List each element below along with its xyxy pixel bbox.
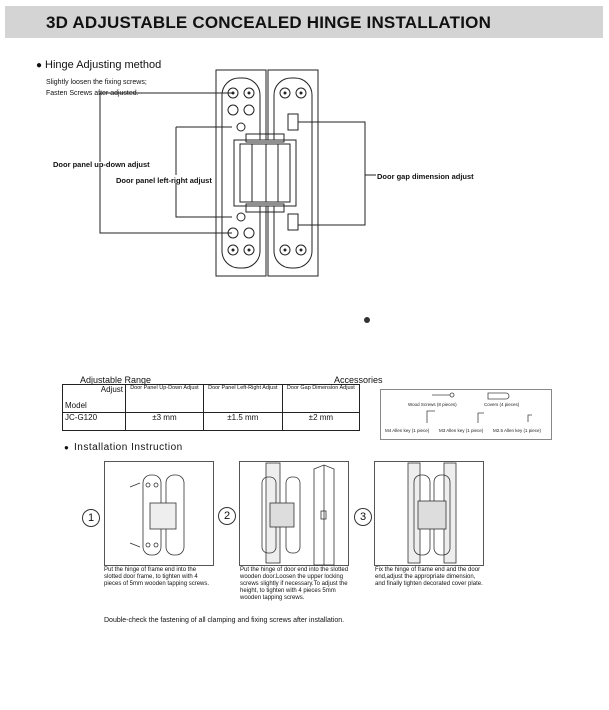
title-bar xyxy=(5,6,603,38)
page-title: 3D ADJUSTABLE CONCEALED HINGE INSTALLATI… xyxy=(46,13,492,32)
install-drawings xyxy=(129,462,457,566)
header-leftright: Door Panel Left-Right Adjust xyxy=(202,384,283,413)
val-leftright: ±1.5 mm xyxy=(202,412,283,431)
label-gap: Door gap dimension adjust xyxy=(377,172,474,181)
adjusting-line1: Slightly loosen the fixing screws; xyxy=(46,79,147,86)
adjusting-line2: Fasten Screws after adjusted. xyxy=(46,90,139,97)
label-leftright: Door panel left-right adjust xyxy=(116,176,212,185)
step2-number-text: 2 xyxy=(223,510,231,522)
acc-m3: M3 Allen key (1 piece) xyxy=(439,428,484,433)
acc-covers: Covers (4 pieces) xyxy=(484,402,520,407)
corner-cell: Adjust Model xyxy=(62,384,126,413)
step2-text: Put the hinge of door end into the slott… xyxy=(240,567,349,601)
step3-number-text: 3 xyxy=(359,511,367,523)
label-updown: Door panel up-down adjust xyxy=(53,160,150,169)
step1-number-text: 1 xyxy=(87,512,95,524)
footer-note: Double-check the fastening of all clampi… xyxy=(104,617,345,624)
acc-wood-screws: Wood Screws (8 pieces) xyxy=(408,402,457,407)
header-gap: Door Gap Dimension Adjust xyxy=(281,384,361,413)
header-updown: Door Panel Up-Down Adjust xyxy=(125,384,204,413)
acc-m25: M2.5 Allen key (1 piece) xyxy=(493,428,542,433)
step3-text: Fix the hinge of frame end and the door … xyxy=(375,567,483,587)
val-updown: ±3 mm xyxy=(125,412,204,431)
install-bullet-icon: ● xyxy=(64,443,69,452)
step1-number: 1 xyxy=(82,509,100,527)
corner-model: Model xyxy=(65,401,87,410)
step2-number: 2 xyxy=(218,507,236,525)
corner-adjust: Adjust xyxy=(100,385,123,394)
acc-m4: M4 Allen key (1 piece) xyxy=(385,428,430,433)
adjusting-heading: Hinge Adjusting method xyxy=(45,59,162,71)
bullet-icon: ● xyxy=(36,60,43,71)
accessories-title: Accessories xyxy=(334,375,383,385)
model-cell: JC-G120 xyxy=(62,412,126,431)
accessories-drawing xyxy=(426,392,532,423)
range-title: Adjustable Range xyxy=(80,375,152,385)
accessories-box xyxy=(380,389,552,440)
val-gap: ±2 mm xyxy=(281,412,361,431)
install-heading: Installation Instruction xyxy=(74,442,183,453)
step3-number: 3 xyxy=(354,508,372,526)
step1-text: Put the hinge of frame end into the slot… xyxy=(104,567,210,587)
hinge-diagram xyxy=(99,69,376,323)
spec-table: Adjust Model Door Panel Up-Down Adjust D… xyxy=(62,384,361,431)
